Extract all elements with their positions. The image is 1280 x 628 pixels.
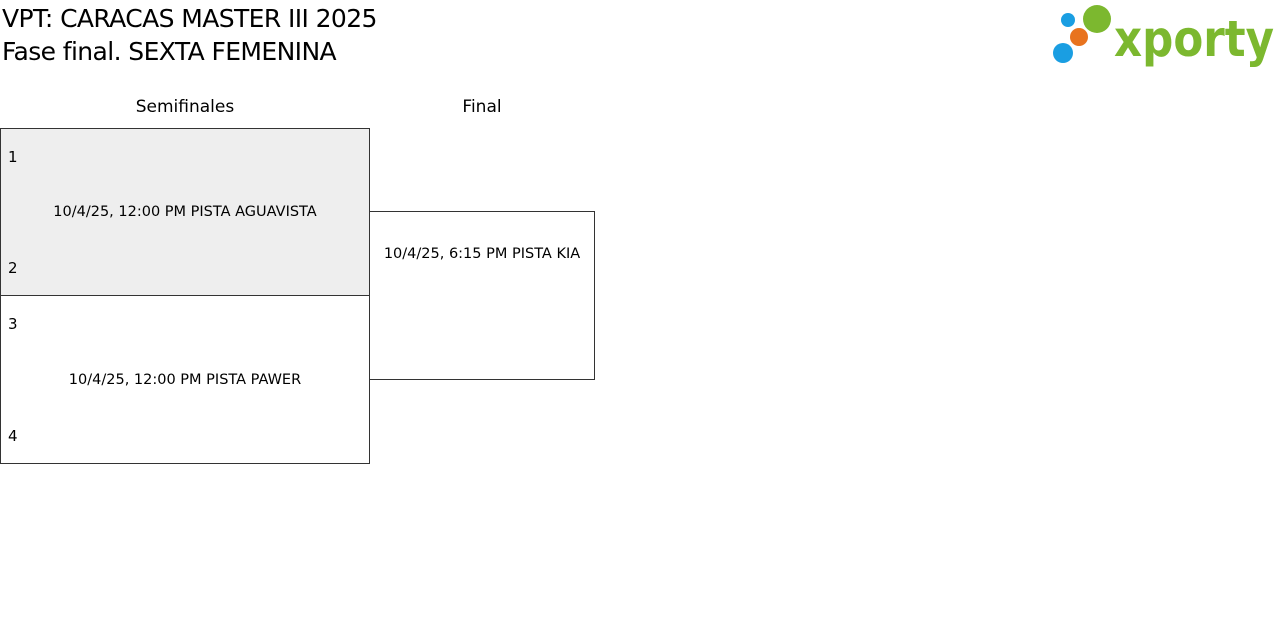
semifinal-match-2[interactable]: 3 10/4/25, 12:00 PM PISTA PAWER 4 (0, 295, 370, 464)
match-schedule: 10/4/25, 6:15 PM PISTA KIA (383, 246, 581, 262)
page-header: VPT: CARACAS MASTER III 2025 Fase final.… (2, 2, 377, 68)
seed-label: 1 (8, 148, 18, 166)
semifinal-match-1[interactable]: 1 10/4/25, 12:00 PM PISTA AGUAVISTA 2 (0, 128, 370, 296)
logo-dot-blue-small (1061, 13, 1075, 27)
logo-wordmark: xporty (1114, 10, 1274, 68)
phase-title: Fase final. SEXTA FEMENINA (2, 37, 337, 66)
seed-label: 4 (8, 427, 18, 445)
round-title-semifinales: Semifinales (135, 97, 235, 117)
match-schedule: 10/4/25, 12:00 PM PISTA AGUAVISTA (53, 204, 317, 220)
round-title-final: Final (462, 97, 502, 117)
tournament-title: VPT: CARACAS MASTER III 2025 (2, 4, 377, 33)
logo-dot-orange (1070, 28, 1088, 46)
match-schedule: 10/4/25, 12:00 PM PISTA PAWER (68, 372, 302, 388)
seed-label: 3 (8, 315, 18, 333)
xporty-logo[interactable]: xporty (1050, 2, 1276, 68)
logo-dot-blue-large (1053, 43, 1073, 63)
logo-dot-green (1083, 5, 1111, 33)
seed-label: 2 (8, 259, 18, 277)
final-match[interactable]: 10/4/25, 6:15 PM PISTA KIA (369, 211, 595, 380)
